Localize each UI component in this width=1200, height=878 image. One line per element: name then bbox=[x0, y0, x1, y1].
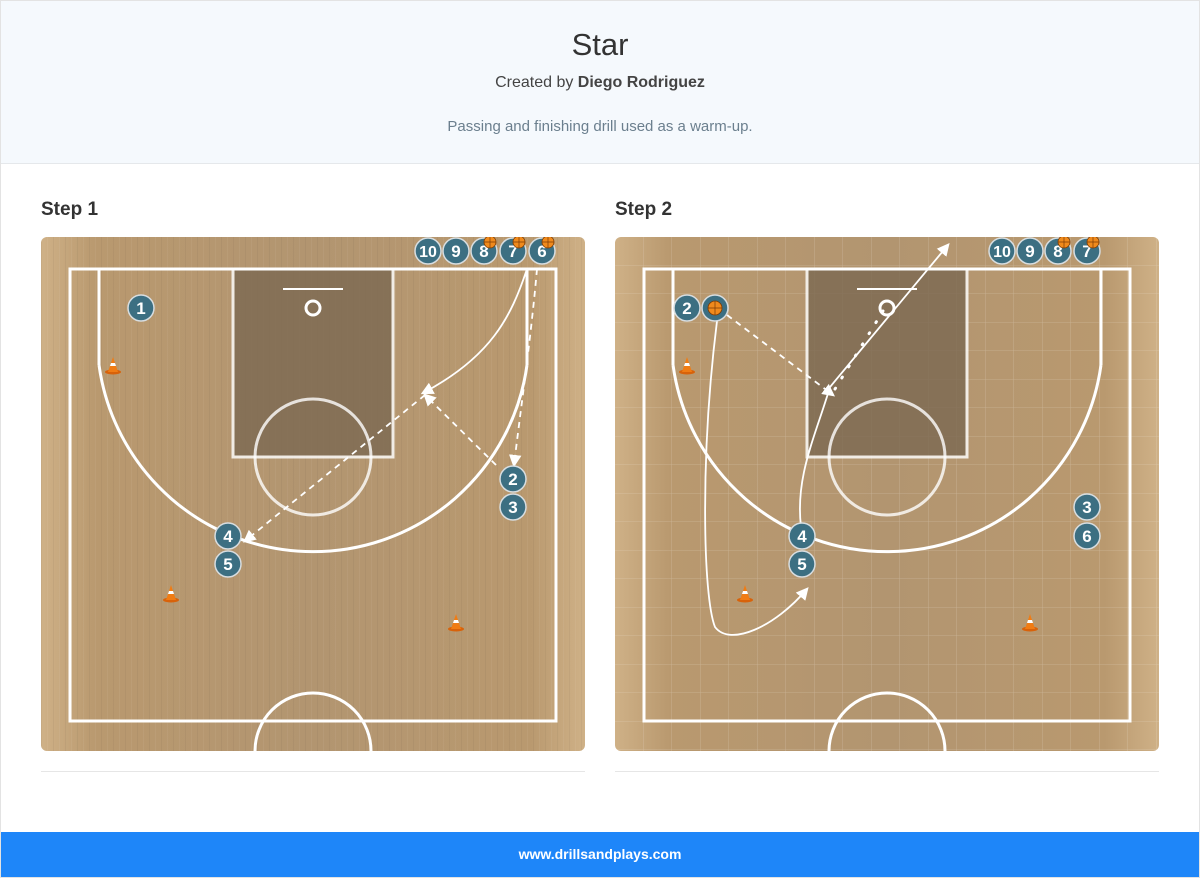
cone-icon bbox=[1022, 614, 1038, 632]
step-2-panel: Step 2 bbox=[615, 199, 1159, 772]
player-token[interactable]: 10 bbox=[988, 237, 1016, 265]
drill-byline: Created by Diego Rodriguez bbox=[1, 74, 1199, 92]
basketball-icon bbox=[1057, 237, 1071, 249]
svg-text:10: 10 bbox=[419, 244, 437, 261]
svg-text:10: 10 bbox=[993, 244, 1011, 261]
player-token[interactable]: 4 bbox=[214, 522, 242, 550]
step-2-title: Step 2 bbox=[615, 199, 673, 220]
svg-text:8: 8 bbox=[1053, 242, 1062, 261]
player-token[interactable]: 6 bbox=[1073, 522, 1101, 550]
pass-path bbox=[243, 394, 426, 543]
footer-site-link[interactable]: www.drillsandplays.com bbox=[518, 846, 682, 862]
basketball-icon bbox=[541, 237, 555, 249]
svg-text:6: 6 bbox=[1082, 527, 1091, 546]
free-throw-circle bbox=[827, 397, 947, 517]
pass-path bbox=[508, 268, 538, 468]
player-tokens: 1 2 3 4 5 6 7 8 9 10 bbox=[127, 237, 556, 578]
paint-area bbox=[805, 267, 969, 459]
cone-icon bbox=[163, 585, 179, 603]
svg-text:2: 2 bbox=[508, 470, 517, 489]
player-token[interactable]: 3 bbox=[1073, 493, 1101, 521]
player-token[interactable]: 10 bbox=[414, 237, 442, 265]
svg-text:8: 8 bbox=[479, 242, 488, 261]
step-1-panel: Step 1 bbox=[41, 199, 585, 772]
cone-icon bbox=[679, 357, 695, 375]
svg-text:5: 5 bbox=[797, 555, 806, 574]
paint-area bbox=[231, 267, 395, 459]
pass-path bbox=[423, 393, 497, 466]
svg-text:9: 9 bbox=[451, 242, 460, 261]
cones bbox=[105, 357, 464, 632]
svg-text:9: 9 bbox=[1025, 242, 1034, 261]
step-1-court-diagram: 1 2 3 4 5 6 7 8 9 10 bbox=[41, 237, 585, 751]
player-token[interactable]: 5 bbox=[214, 550, 242, 578]
shot-path bbox=[833, 309, 885, 391]
player-token[interactable]: 9 bbox=[1016, 237, 1044, 265]
player-token[interactable]: 2 bbox=[499, 465, 527, 493]
cone-icon bbox=[448, 614, 464, 632]
basketballs bbox=[483, 237, 555, 249]
player-token[interactable]: 1 bbox=[127, 294, 155, 322]
player-token[interactable]: 9 bbox=[442, 237, 470, 265]
site-footer: www.drillsandplays.com bbox=[1, 832, 1199, 877]
drill-title: Star bbox=[571, 27, 629, 62]
svg-text:5: 5 bbox=[223, 555, 232, 574]
movement-lines bbox=[704, 243, 950, 636]
player-token[interactable]: 2 bbox=[673, 294, 701, 322]
cut-path bbox=[420, 268, 528, 395]
cone-icon bbox=[105, 357, 121, 375]
cut-path bbox=[704, 320, 809, 636]
player-token[interactable]: 4 bbox=[788, 522, 816, 550]
svg-text:6: 6 bbox=[537, 242, 546, 261]
player-token[interactable]: 5 bbox=[788, 550, 816, 578]
svg-text:2: 2 bbox=[682, 299, 691, 318]
step-1-title: Step 1 bbox=[41, 199, 99, 220]
svg-text:7: 7 bbox=[508, 242, 517, 261]
step-2-court-diagram: 2 3 4 5 6 7 8 9 10 bbox=[615, 237, 1159, 751]
svg-text:3: 3 bbox=[1082, 498, 1091, 517]
free-throw-circle bbox=[253, 397, 373, 517]
basketball-icon bbox=[1086, 237, 1100, 249]
hoop bbox=[304, 299, 322, 317]
movement-lines bbox=[243, 268, 538, 543]
drill-header: Star Created by Diego Rodriguez Passing … bbox=[1, 1, 1199, 164]
step-divider bbox=[41, 771, 585, 772]
basketball-icon bbox=[701, 294, 729, 322]
pass-path bbox=[726, 314, 836, 397]
player-token[interactable]: 3 bbox=[499, 493, 527, 521]
author-name[interactable]: Diego Rodriguez bbox=[577, 74, 705, 91]
drill-description: Passing and finishing drill used as a wa… bbox=[447, 118, 753, 135]
svg-text:3: 3 bbox=[508, 498, 517, 517]
svg-text:4: 4 bbox=[797, 527, 807, 546]
basketball-icon bbox=[483, 237, 497, 249]
svg-text:1: 1 bbox=[136, 299, 145, 318]
step-divider bbox=[615, 771, 1159, 772]
svg-text:7: 7 bbox=[1082, 242, 1091, 261]
created-by-prefix: Created by bbox=[495, 74, 578, 91]
svg-text:4: 4 bbox=[223, 527, 233, 546]
basketballs bbox=[701, 237, 1100, 322]
cone-icon bbox=[737, 585, 753, 603]
hoop bbox=[878, 299, 896, 317]
basketball-icon bbox=[512, 237, 526, 249]
cones bbox=[679, 357, 1038, 632]
